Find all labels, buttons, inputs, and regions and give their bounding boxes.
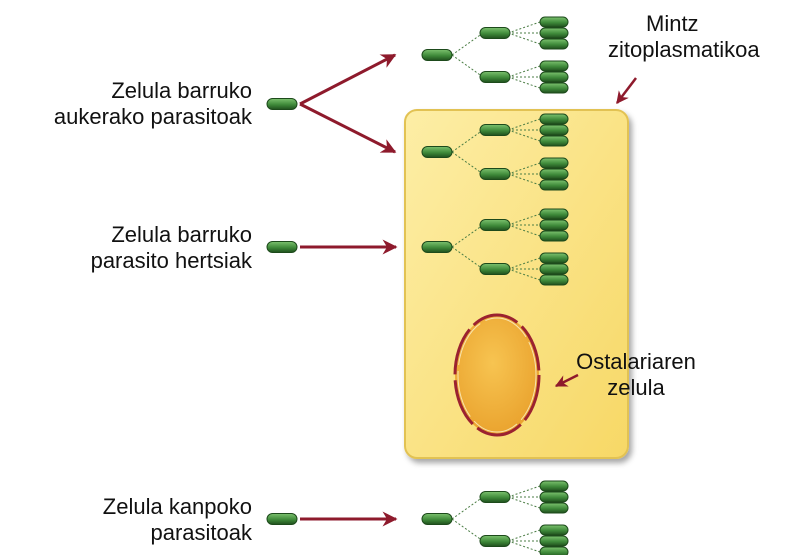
obligate-inside-bacterium <box>422 242 452 253</box>
division-line <box>508 530 540 541</box>
obligate-inside-bacterium-gen3 <box>540 253 568 263</box>
division-line <box>508 497 540 508</box>
extracellular-bacterium-gen3 <box>540 481 568 491</box>
label-extracellular-line2: parasitoak <box>103 520 252 546</box>
division-line <box>508 66 540 77</box>
extracellular-bacterium-gen2 <box>480 536 510 547</box>
facultative-inside-bacterium-gen3 <box>540 114 568 124</box>
obligate-inside-bacterium-gen2 <box>480 264 510 275</box>
facultative-inside-bacterium-gen2 <box>480 169 510 180</box>
division-line <box>452 55 483 77</box>
extracellular-bacterium-gen3 <box>540 547 568 555</box>
facultative-outside-bacterium-gen3 <box>540 61 568 71</box>
extracellular-bacterium-gen3 <box>540 492 568 502</box>
facultative-outside-bacterium-gen2 <box>480 28 510 39</box>
facultative-outside-bacterium-gen2 <box>480 72 510 83</box>
facultative-outside-bacterium-gen3 <box>540 17 568 27</box>
extracellular-bacterium-gen3 <box>540 503 568 513</box>
label-host-cell: Ostalariaren zelula <box>572 349 700 401</box>
facultative-inside-bacterium-gen3 <box>540 136 568 146</box>
arrow-membrane <box>617 78 636 103</box>
facultative-outside-bacterium <box>422 50 452 61</box>
facultative-inside-bacterium <box>422 147 452 158</box>
division-line <box>452 519 483 541</box>
label-host-cell-line1: Ostalariaren <box>572 349 700 375</box>
label-membrane: Mintz zitoplasmatikoa <box>608 11 788 63</box>
label-extracellular-line1: Zelula kanpoko <box>103 494 252 520</box>
facultative-inside-bacterium-gen3 <box>540 158 568 168</box>
label-host-cell-line2: zelula <box>572 375 700 401</box>
division-line <box>508 33 540 44</box>
obligate-inside-bacterium-gen3 <box>540 264 568 274</box>
division-line <box>452 497 483 519</box>
division-line <box>508 77 540 88</box>
label-extracellular: Zelula kanpoko parasitoak <box>103 494 252 546</box>
facultative-inside-bacterium-gen2 <box>480 125 510 136</box>
label-membrane-line2: zitoplasmatikoa <box>608 37 788 63</box>
extracellular-bacterium-gen3 <box>540 536 568 546</box>
extracellular-bacterium <box>422 514 452 525</box>
label-facultative-line1: Zelula barruko <box>54 78 252 104</box>
label-membrane-line1: Mintz <box>608 11 788 37</box>
facultative-outside-bacterium-gen3 <box>540 72 568 82</box>
label-facultative-line2: aukerako parasitoak <box>54 104 252 130</box>
extracellular-source-bacterium <box>267 514 297 525</box>
facultative-source-bacterium <box>267 99 297 110</box>
obligate-inside-bacterium-gen3 <box>540 275 568 285</box>
arrow-facultative-in <box>300 104 395 152</box>
obligate-source-bacterium <box>267 242 297 253</box>
label-obligate: Zelula barruko parasito hertsiak <box>91 222 252 274</box>
facultative-outside-bacterium-gen3 <box>540 28 568 38</box>
obligate-inside-bacterium-gen3 <box>540 209 568 219</box>
division-line <box>508 486 540 497</box>
division-line <box>508 541 540 552</box>
facultative-outside-bacterium-gen3 <box>540 39 568 49</box>
facultative-inside-bacterium-gen3 <box>540 180 568 190</box>
obligate-inside-bacterium-gen2 <box>480 220 510 231</box>
obligate-inside-bacterium-gen3 <box>540 220 568 230</box>
facultative-outside-bacterium-gen3 <box>540 83 568 93</box>
label-obligate-line1: Zelula barruko <box>91 222 252 248</box>
facultative-inside-bacterium-gen3 <box>540 125 568 135</box>
label-obligate-line2: parasito hertsiak <box>91 248 252 274</box>
division-line <box>508 22 540 33</box>
extracellular-bacterium-gen3 <box>540 525 568 535</box>
division-line <box>452 33 483 55</box>
label-facultative: Zelula barruko aukerako parasitoak <box>54 78 252 130</box>
arrow-facultative-out <box>300 55 395 104</box>
obligate-inside-bacterium-gen3 <box>540 231 568 241</box>
facultative-inside-bacterium-gen3 <box>540 169 568 179</box>
extracellular-bacterium-gen2 <box>480 492 510 503</box>
